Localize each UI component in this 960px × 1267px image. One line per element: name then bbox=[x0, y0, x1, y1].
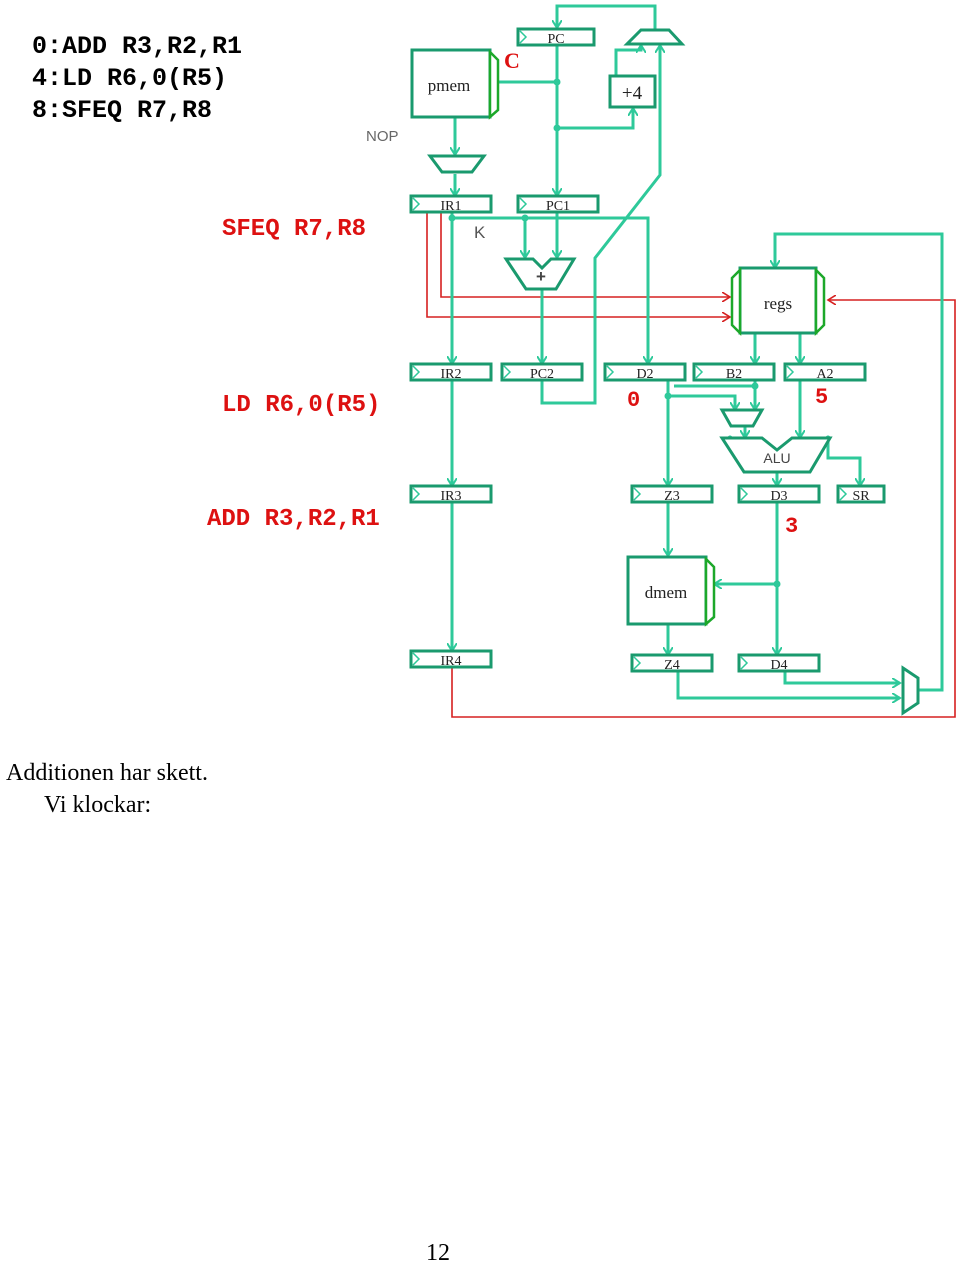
ir1-register: IR1 bbox=[409, 194, 493, 214]
d4-label: D4 bbox=[770, 658, 787, 673]
datapath-wires bbox=[452, 4, 944, 698]
plus4-block: +4 bbox=[608, 74, 657, 109]
d2-label: D2 bbox=[636, 367, 653, 382]
program-line-1: 4:LD R6,0(R5) bbox=[32, 64, 227, 93]
ir4-label: IR4 bbox=[441, 654, 462, 669]
branch-adder: + bbox=[503, 257, 577, 291]
pmem-block: pmem bbox=[410, 48, 500, 120]
alu-mux bbox=[719, 408, 765, 428]
pc-label: PC bbox=[547, 32, 564, 47]
ir2-register: IR2 bbox=[409, 362, 493, 382]
register-file: regs bbox=[730, 266, 826, 337]
pc-mux bbox=[623, 28, 686, 46]
ir4-register: IR4 bbox=[409, 649, 493, 669]
stage-ir1-instruction: SFEQ R7,R8 bbox=[222, 216, 366, 243]
pc2-label: PC2 bbox=[530, 367, 554, 382]
ir3-label: IR3 bbox=[441, 489, 462, 504]
ir1-label: IR1 bbox=[441, 199, 462, 214]
stage-ir2-instruction: LD R6,0(R5) bbox=[222, 392, 380, 419]
dmem-label: dmem bbox=[645, 583, 688, 602]
alu-block: ALU bbox=[719, 436, 833, 474]
page-number: 12 bbox=[426, 1240, 450, 1266]
a2-value: 5 bbox=[815, 385, 828, 410]
d2-value: 0 bbox=[627, 388, 640, 413]
writeback-mux bbox=[901, 665, 920, 716]
caption-line-2: Vi klockar: bbox=[44, 792, 152, 818]
a2-label: A2 bbox=[816, 367, 833, 382]
control-wires bbox=[426, 212, 956, 718]
d4-register: D4 bbox=[737, 653, 821, 673]
sr-register: SR bbox=[836, 484, 886, 504]
program-line-0: 0:ADD R3,R2,R1 bbox=[32, 32, 242, 61]
pc2-register: PC2 bbox=[500, 362, 584, 382]
nop-mux bbox=[427, 154, 487, 174]
z3-label: Z3 bbox=[664, 489, 680, 504]
regs-label: regs bbox=[764, 294, 792, 313]
pc-register: PC bbox=[516, 27, 596, 47]
b2-label: B2 bbox=[726, 367, 742, 382]
k-label: K bbox=[474, 223, 486, 242]
pmem-label: pmem bbox=[428, 76, 471, 95]
pc1-label: PC1 bbox=[546, 199, 570, 214]
dmem-block: dmem bbox=[626, 555, 716, 627]
pc1-register: PC1 bbox=[516, 194, 600, 214]
z4-register: Z4 bbox=[630, 653, 714, 673]
d3-value: 3 bbox=[785, 514, 798, 539]
d2-register: D2 bbox=[603, 362, 687, 382]
program-line-2: 8:SFEQ R7,R8 bbox=[32, 96, 212, 125]
caption-line-1: Additionen har skett. bbox=[6, 760, 208, 786]
d3-register: D3 bbox=[737, 484, 821, 504]
b2-register: B2 bbox=[692, 362, 776, 382]
plus4-label: +4 bbox=[622, 83, 643, 104]
sr-label: SR bbox=[852, 489, 870, 504]
pc-control-mark: C bbox=[504, 48, 520, 73]
a2-register: A2 bbox=[783, 362, 867, 382]
ir3-register: IR3 bbox=[409, 484, 493, 504]
ir2-label: IR2 bbox=[441, 367, 462, 382]
alu-label: ALU bbox=[763, 450, 790, 466]
adder-plus-label: + bbox=[536, 267, 546, 286]
z3-register: Z3 bbox=[630, 484, 714, 504]
stage-ir3-instruction: ADD R3,R2,R1 bbox=[207, 506, 380, 533]
d3-label: D3 bbox=[770, 489, 787, 504]
nop-label: NOP bbox=[366, 128, 399, 145]
z4-label: Z4 bbox=[664, 658, 680, 673]
